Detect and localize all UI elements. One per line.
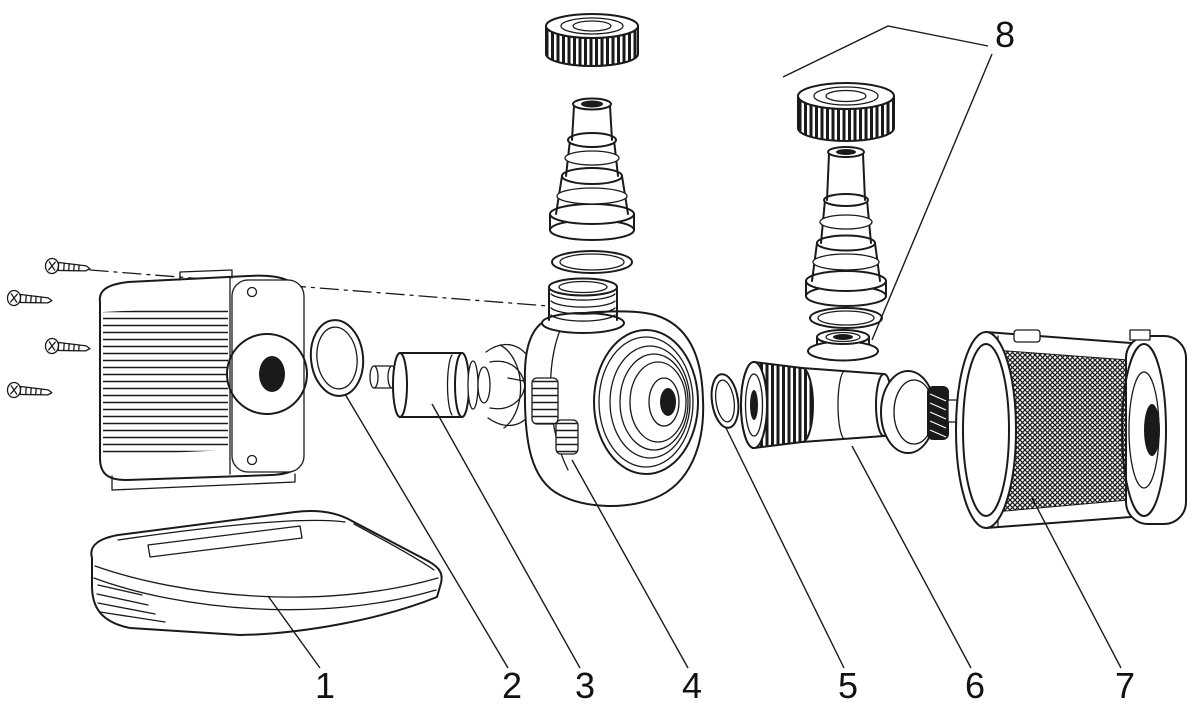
housing-latch-clip bbox=[531, 377, 559, 425]
screw-icon bbox=[44, 337, 92, 357]
rotor-impeller bbox=[369, 343, 534, 429]
housing-inlet-thread bbox=[548, 277, 618, 322]
part-number-labels: 1 2 3 4 5 6 7 8 bbox=[315, 14, 1135, 706]
part-label-1: 1 bbox=[315, 665, 335, 706]
o-ring-front-adapter bbox=[551, 250, 633, 274]
hose-barb-front bbox=[549, 97, 635, 241]
hose-barb-rear bbox=[805, 146, 887, 307]
cap-nut-front bbox=[545, 13, 639, 67]
screw-icon bbox=[6, 381, 54, 401]
screw-icon bbox=[6, 289, 54, 309]
part-label-6: 6 bbox=[965, 665, 985, 706]
leader-line-6 bbox=[851, 445, 972, 669]
valve-union-nut bbox=[740, 360, 814, 450]
assembly-axis-line bbox=[89, 269, 549, 307]
hose-adapter-rear bbox=[797, 82, 895, 329]
valve-assembly bbox=[740, 329, 967, 454]
leader-line-8b bbox=[871, 53, 993, 341]
leader-line-5 bbox=[725, 427, 845, 669]
o-ring-rear-adapter bbox=[809, 307, 883, 329]
leader-line-4 bbox=[571, 459, 689, 669]
o-ring-small bbox=[710, 373, 740, 429]
part-label-3: 3 bbox=[575, 665, 595, 706]
mounting-screws bbox=[6, 257, 92, 401]
part-label-8: 8 bbox=[995, 14, 1015, 55]
leader-line-3 bbox=[431, 403, 581, 669]
motor-cooling-ribs bbox=[103, 306, 228, 456]
cap-nut-rear bbox=[797, 82, 895, 142]
part-label-2: 2 bbox=[502, 665, 522, 706]
o-ring-large bbox=[309, 319, 365, 397]
leader-line-7 bbox=[1031, 497, 1122, 669]
leader-line-8a bbox=[782, 25, 989, 78]
pump-motor-body bbox=[98, 269, 308, 491]
leader-line-1 bbox=[267, 595, 321, 669]
valve-knob bbox=[880, 370, 967, 454]
part-label-7: 7 bbox=[1115, 665, 1135, 706]
filter-strainer bbox=[955, 329, 1187, 529]
part-label-4: 4 bbox=[682, 665, 702, 706]
screw-icon bbox=[44, 257, 92, 277]
pump-cover bbox=[90, 510, 443, 636]
part-label-5: 5 bbox=[838, 665, 858, 706]
valve-inlet-neck bbox=[807, 329, 879, 362]
pump-housing bbox=[523, 277, 705, 507]
hose-adapter-front bbox=[545, 13, 639, 274]
cover-vent-slots bbox=[96, 584, 166, 623]
housing-outlet-thread bbox=[593, 329, 699, 475]
leader-lines bbox=[267, 25, 1122, 669]
leader-line-2 bbox=[344, 393, 509, 669]
housing-latch-clip bbox=[555, 419, 579, 455]
